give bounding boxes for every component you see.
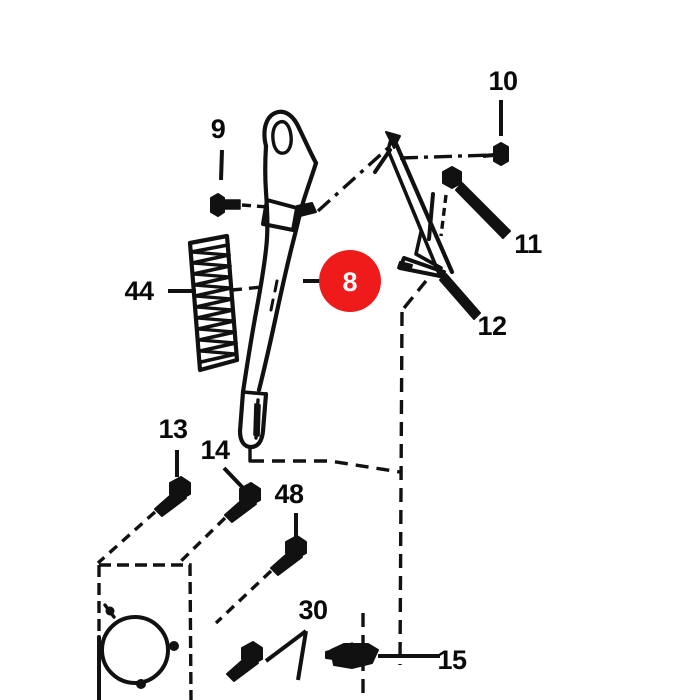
callout-number: 8 [342,267,357,297]
alignment-line-lug-bracket [316,146,390,213]
alignment-line-stand-base [251,459,401,474]
part-label-30: 30 [298,595,327,625]
part-label-14: 14 [200,435,230,465]
centerline-vertical-main [398,311,404,666]
leader-30b [296,630,308,681]
part-bolt-48 [214,535,307,625]
leader-9 [219,149,224,181]
part-nut-11 [442,166,511,239]
part-label-44: 44 [124,276,154,306]
part-label-15: 15 [437,645,467,675]
part-pivot-bolt [210,193,269,217]
part-lock-nut-10 [399,142,509,166]
callout-8[interactable]: 8 [319,250,381,312]
part-stand-bracket [373,131,481,320]
part-label-12: 12 [477,311,506,341]
part-bolt-13 [96,476,191,565]
part-label-11: 11 [514,229,542,259]
leader-30 [264,629,308,663]
frame-housing [97,563,193,700]
part-label-13: 13 [158,414,188,444]
part-label-9: 9 [211,114,226,144]
leader-14 [222,466,246,491]
part-side-stand-leg [237,109,319,463]
part-bolt-30 [226,641,263,682]
part-label-48: 48 [274,479,304,509]
part-return-spring [187,233,263,373]
part-label-10: 10 [488,66,517,96]
part-bolt-14 [176,482,261,566]
part-washer-plate [325,642,379,669]
centerline-diagonal-upper [402,279,428,310]
